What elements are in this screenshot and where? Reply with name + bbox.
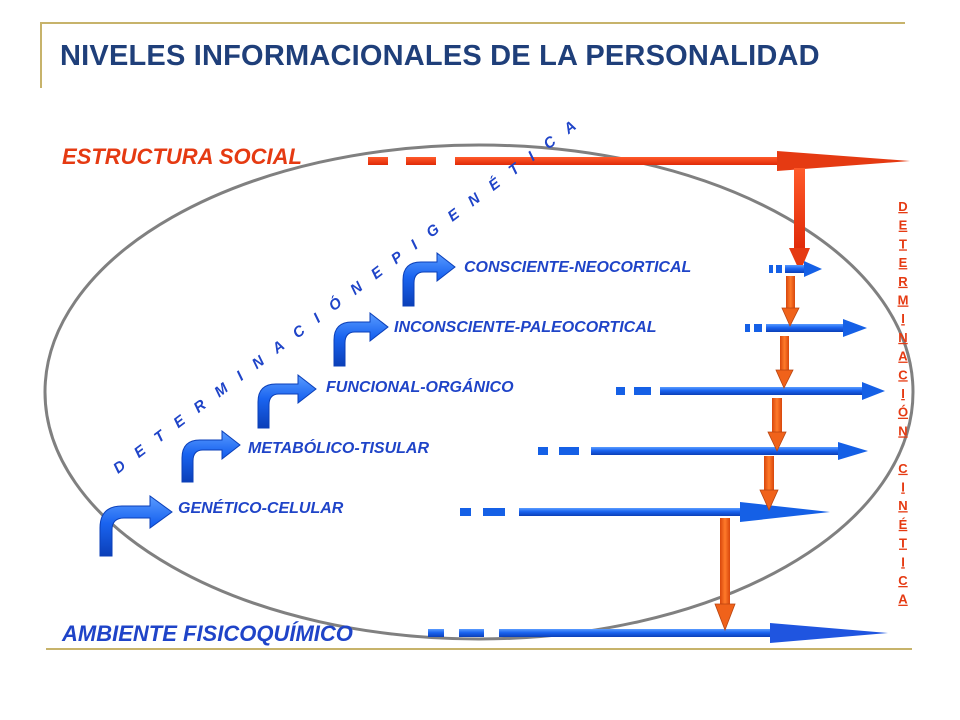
orange-arrow-4	[759, 456, 779, 511]
frame-bottom-line	[46, 648, 912, 650]
vertical-letter: A	[898, 592, 908, 607]
vertical-letter: C	[898, 461, 908, 476]
frame-left-line	[40, 22, 42, 88]
vertical-letter: N	[898, 498, 907, 513]
level-label-funcional: FUNCIONAL-ORGÁNICO	[326, 377, 514, 396]
vertical-letter: I	[901, 480, 905, 495]
vertical-letter: É	[899, 517, 908, 532]
level-arrow-funcional	[616, 382, 885, 400]
bent-arrow-consciente	[402, 251, 456, 307]
level-arrow-consciente	[769, 261, 822, 277]
vertical-letter: D	[898, 199, 907, 214]
page-title: NIVELES INFORMACIONALES DE LA PERSONALID…	[60, 40, 820, 72]
vertical-letter: E	[899, 255, 908, 270]
level-label-inconsciente: INCONSCIENTE-PALEOCORTICAL	[394, 319, 657, 336]
vertical-letter: T	[899, 536, 907, 551]
orange-arrow-5	[714, 518, 736, 632]
social-down-arrow	[789, 168, 810, 272]
orange-arrow-3	[767, 398, 787, 452]
level-arrow-inconsciente	[745, 319, 867, 337]
level-label-genetico: GENÉTICO-CELULAR	[178, 498, 344, 517]
vertical-letter: N	[898, 330, 907, 345]
physical-arrow	[428, 623, 888, 643]
personality-ellipse	[43, 143, 915, 641]
level-arrow-metabolico	[538, 442, 868, 460]
bent-arrow-metabolico	[181, 429, 241, 483]
bent-arrow-genetico	[99, 495, 173, 557]
ambiente-fisicoquimico-label: AMBIENTE FISICOQUÍMICO	[61, 621, 353, 646]
vertical-letter: E	[899, 218, 908, 233]
vertical-letter: T	[899, 236, 907, 251]
vertical-letter: I	[901, 386, 905, 401]
vertical-letter: C	[898, 573, 908, 588]
vertical-letter: M	[898, 293, 909, 308]
vertical-letter: Ó	[898, 405, 908, 420]
vertical-letter: R	[898, 274, 908, 289]
frame-top-line	[40, 22, 905, 24]
bent-arrow-funcional	[257, 373, 317, 429]
social-arrow	[368, 151, 910, 171]
orange-arrow-1	[781, 276, 800, 327]
vertical-letter: A	[898, 349, 908, 364]
estructura-social-label: ESTRUCTURA SOCIAL	[62, 144, 302, 169]
vertical-letter: I	[901, 554, 905, 569]
vertical-letter: I	[901, 311, 905, 326]
level-label-metabolico: METABÓLICO-TISULAR	[248, 438, 429, 457]
orange-arrow-2	[775, 336, 794, 389]
level-arrow-genetico	[460, 502, 830, 522]
bent-arrow-inconsciente	[333, 311, 389, 367]
vertical-letter: N	[898, 423, 907, 438]
vertical-letter: C	[898, 367, 908, 382]
level-label-consciente: CONSCIENTE-NEOCORTICAL	[464, 259, 691, 276]
